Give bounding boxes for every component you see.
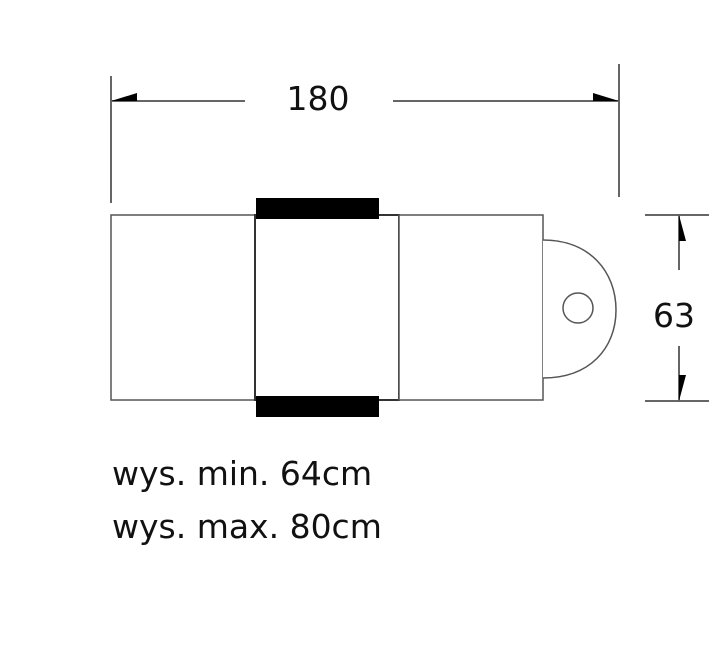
face-hole-icon — [562, 292, 594, 324]
arrow-up-icon — [679, 215, 686, 241]
strap-bottom — [256, 396, 379, 417]
strap-top — [256, 198, 379, 219]
height-dimension-label: 63 — [653, 296, 695, 335]
spec-min-height: wys. min. 64cm — [112, 454, 373, 493]
table-section-left — [110, 214, 256, 401]
spec-max-height: wys. max. 80cm — [112, 507, 382, 546]
arrow-down-icon — [679, 375, 686, 401]
arrow-right-icon — [593, 93, 619, 101]
table-section-middle — [254, 214, 400, 401]
arrow-left-icon — [111, 93, 137, 101]
width-dimension-label: 180 — [287, 79, 350, 118]
table-section-right — [398, 214, 544, 401]
